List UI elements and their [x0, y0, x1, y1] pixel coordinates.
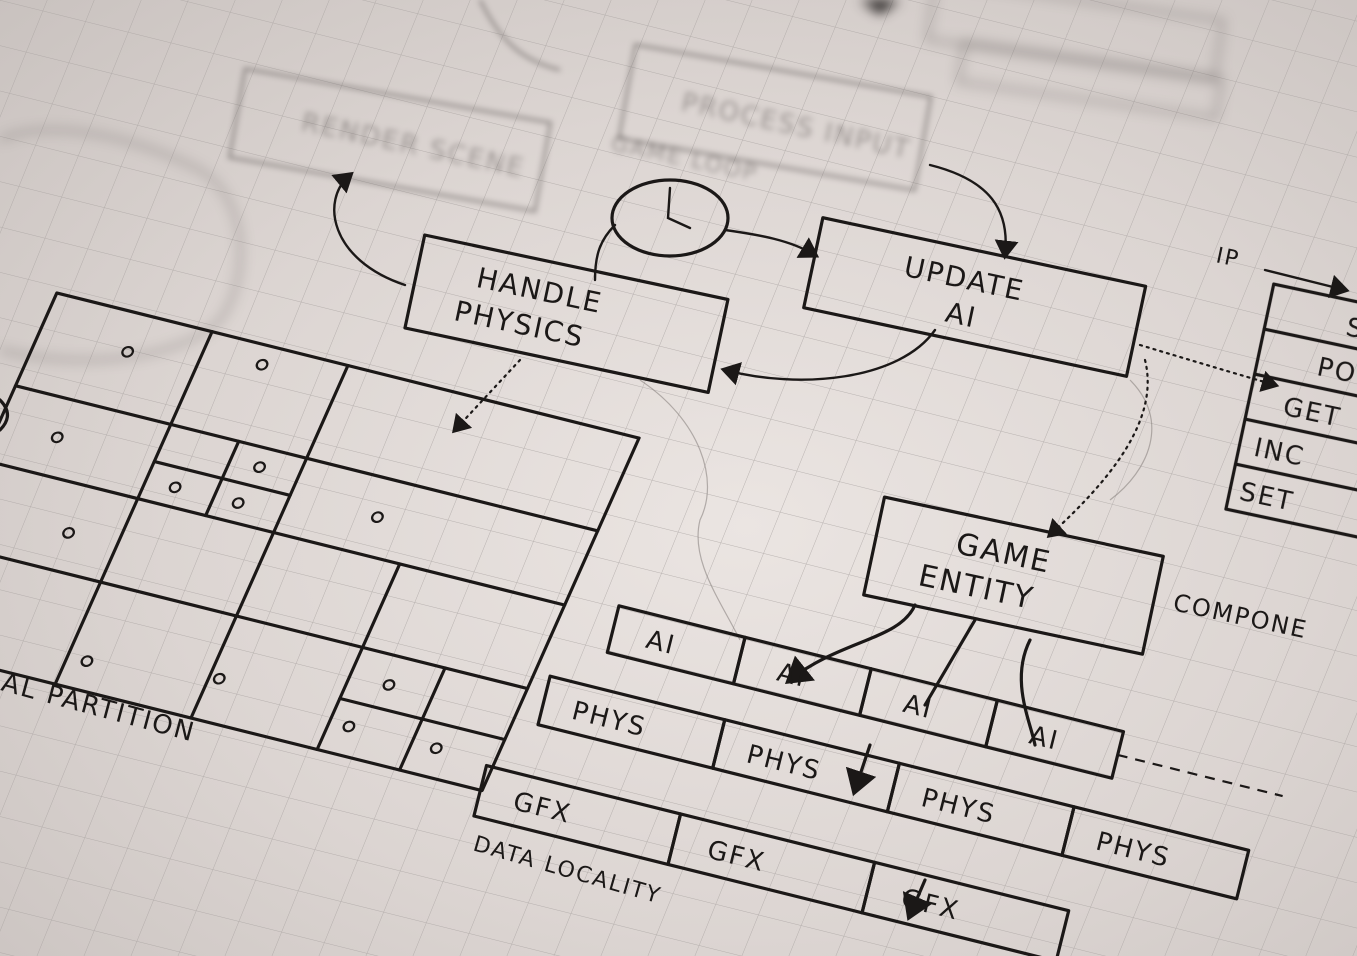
loop-arrow-left	[331, 171, 407, 287]
blurred-top-region	[0, 0, 1225, 362]
entity-to-ai-line2	[1019, 638, 1037, 747]
loop-arrow-right	[928, 163, 1019, 260]
side-list-header: IP	[1214, 243, 1242, 272]
side-list-arrow	[1263, 268, 1350, 299]
clock-icon	[610, 178, 730, 258]
ai-to-entity-arrow	[1046, 358, 1149, 538]
pencil-trace	[639, 379, 741, 641]
ai-to-phys-arrow	[845, 743, 877, 797]
ai-cell: AI	[774, 658, 810, 694]
loop-arrow-clock-left	[593, 223, 617, 282]
spatial-partition-grid	[0, 291, 641, 793]
ai-to-list-arrow	[1138, 343, 1280, 392]
ai-cell: AI	[1026, 721, 1062, 757]
physics-to-partition-arrow	[452, 358, 522, 434]
ai-cell: AI	[643, 625, 679, 661]
ai-component-row: AI AI AI AI	[605, 604, 1283, 798]
pencil-trace	[1109, 379, 1153, 501]
ai-cell: AI	[900, 689, 936, 725]
phys-to-gfx-arrow	[902, 878, 933, 921]
loop-arrow-bottom	[720, 328, 937, 386]
entity-to-ai-arrow	[785, 603, 917, 684]
entity-to-ai-line	[923, 618, 977, 707]
update-ai-line2: AI	[943, 296, 981, 335]
left-edge-bracket	[0, 398, 10, 432]
loop-arrow-clock-right	[723, 228, 820, 258]
